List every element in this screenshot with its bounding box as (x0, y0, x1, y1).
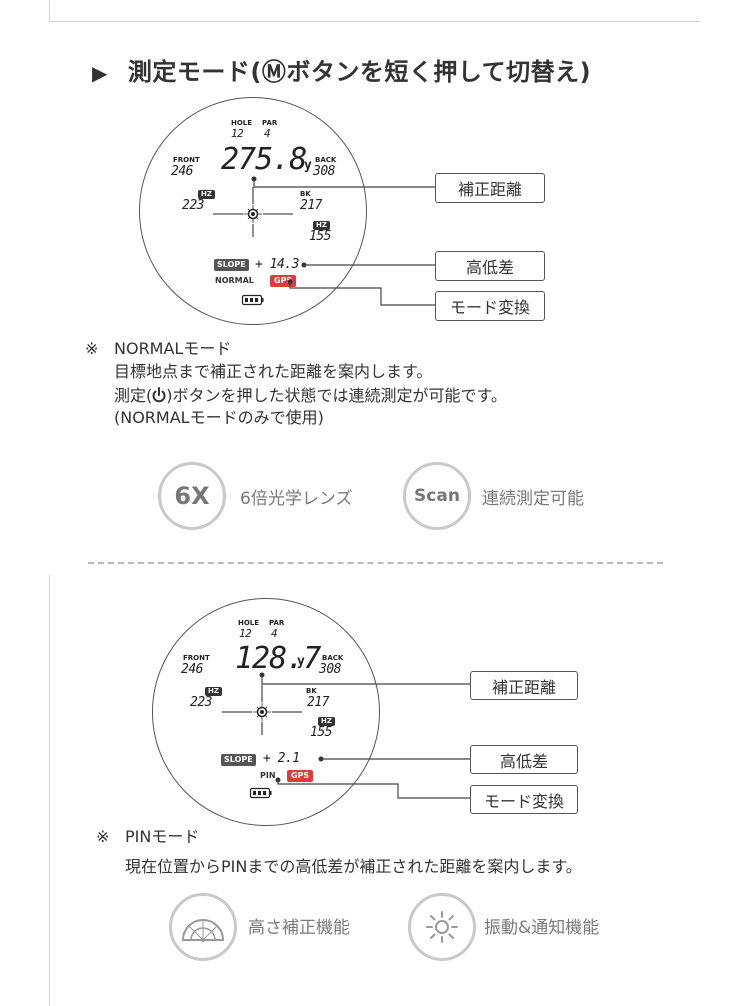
callout-mode-change: モード変換 (435, 291, 545, 321)
section-heading: ▶ 測定モード(Ⓜボタンを短く押して切替え) (92, 52, 591, 87)
top-divider (49, 21, 700, 22)
hole-value: 12 (231, 127, 244, 140)
hz2-value: 155 (309, 229, 331, 244)
sun-vibration-icon (408, 893, 476, 961)
zoom-badge: 6X (158, 462, 226, 530)
hz2-tag: HZ (318, 717, 335, 726)
back-label: BACK (322, 654, 344, 662)
note-title: NORMALモード (114, 339, 232, 358)
slope-value: + 2.1 (263, 751, 300, 766)
battery-icon (249, 787, 272, 799)
hz-tag: HZ (198, 190, 215, 199)
par-value: 4 (271, 627, 278, 640)
hz-value: 223 (190, 695, 212, 710)
par-value: 4 (264, 127, 271, 140)
feature-label: 6倍光学レンズ (240, 489, 353, 509)
bk-label: BK (306, 687, 317, 695)
back-value: 308 (319, 662, 341, 677)
note-mark: ※ (85, 339, 99, 358)
crosshair-icon (222, 685, 302, 735)
callout-corrected-distance: 補正距離 (470, 671, 578, 700)
note-line-suffix: )ボタンを押した状態では連続測定が可能です。 (166, 386, 507, 405)
hole-label: HOLE (231, 119, 253, 127)
rangefinder-display-pin: HOLE 12 PAR 4 FRONT 246 128.7 y BACK 308… (152, 598, 380, 826)
par-label: PAR (262, 119, 278, 127)
note-title: PINモード (125, 827, 200, 846)
note-line-prefix: 測定( (114, 386, 153, 405)
hz-tag: HZ (205, 687, 222, 696)
protractor-icon (169, 893, 237, 961)
note-line: 現在位置からPINまでの高低差が補正された距離を案内します。 (125, 857, 582, 876)
hole-value: 12 (239, 627, 252, 640)
hz-value: 223 (182, 198, 204, 213)
distance-value: 275.8 (221, 142, 307, 177)
back-label: BACK (315, 156, 337, 164)
front-label: FRONT (183, 654, 210, 662)
back-value: 308 (313, 164, 335, 179)
gps-tag: GPS (287, 770, 314, 782)
battery-icon (241, 294, 264, 306)
note-line: (NORMALモードのみで使用) (114, 408, 324, 427)
front-value: 246 (181, 662, 203, 677)
note-line: 目標地点まで補正された距離を案内します。 (114, 362, 433, 381)
feature-label: 連続測定可能 (482, 489, 584, 509)
slope-tag: SLOPE (221, 754, 256, 766)
slope-value: + 14.3 (255, 257, 299, 272)
crosshair-icon (213, 187, 293, 237)
note-line: 測定( )ボタンを押した状態では連続測定が可能です。 (114, 387, 507, 404)
bk-value: 217 (307, 695, 329, 710)
distance-unit: y (297, 654, 305, 669)
callout-mode-change: モード変換 (470, 785, 578, 814)
callout-corrected-distance: 補正距離 (435, 173, 545, 203)
callout-elevation-diff: 高低差 (435, 251, 545, 281)
scan-badge: Scan (403, 462, 471, 530)
arrow-icon: ▶ (92, 61, 108, 85)
power-icon (152, 387, 166, 403)
rangefinder-display-normal: HOLE 12 PAR 4 FRONT 246 275.8 y BACK 308… (139, 97, 367, 325)
hz2-tag: HZ (313, 221, 330, 230)
front-label: FRONT (173, 156, 200, 164)
note-mark: ※ (96, 827, 110, 846)
slope-tag: SLOPE (214, 259, 249, 271)
top-divider-vertical (49, 0, 50, 22)
hole-label: HOLE (238, 619, 260, 627)
distance-unit: y (304, 158, 312, 173)
bk-label: BK (300, 190, 311, 198)
mode-label: PIN (260, 771, 276, 780)
distance-value: 128.7 (235, 641, 321, 676)
par-label: PAR (269, 619, 285, 627)
feature-label: 振動&通知機能 (484, 918, 600, 938)
feature-label: 高さ補正機能 (248, 918, 350, 938)
mode-label: NORMAL (215, 276, 254, 285)
left-divider (49, 575, 50, 1006)
front-value: 246 (171, 164, 193, 179)
bk-value: 217 (300, 198, 322, 213)
hz2-value: 155 (310, 725, 332, 740)
section-divider (88, 562, 663, 564)
callout-elevation-diff: 高低差 (470, 745, 578, 774)
heading-title: 測定モード(Ⓜボタンを短く押して切替え) (127, 58, 592, 86)
